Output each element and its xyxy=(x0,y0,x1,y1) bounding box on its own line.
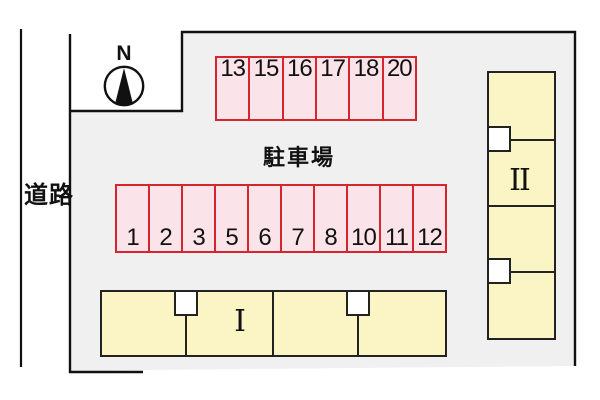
parking-space-number: 11 xyxy=(385,223,409,251)
unit-divider xyxy=(507,271,554,273)
parking-space-6: 6 xyxy=(249,186,282,251)
building-2-label: II xyxy=(509,163,531,198)
parking-space-number: 2 xyxy=(159,223,172,251)
parking-space-10: 10 xyxy=(348,186,381,251)
building-1-label: I xyxy=(234,304,246,339)
entrance-marker xyxy=(174,290,198,316)
building-1 xyxy=(100,290,447,357)
parking-space-number: 13 xyxy=(220,55,246,82)
parking-space-7: 7 xyxy=(282,186,315,251)
parking-lot-label: 駐車場 xyxy=(262,145,335,170)
parking-space-number: 6 xyxy=(258,223,271,251)
parking-space-number: 20 xyxy=(386,55,413,82)
parking-space-20: 20 xyxy=(384,55,415,119)
compass: N xyxy=(102,42,146,113)
parking-space-3: 3 xyxy=(183,186,216,251)
parking-space-12: 12 xyxy=(414,186,445,251)
parking-space-number: 1 xyxy=(126,223,139,251)
parking-space-13: 13 xyxy=(217,55,251,119)
parking-space-18: 18 xyxy=(350,55,384,119)
site-boundary-line xyxy=(68,30,577,374)
unit-divider xyxy=(489,205,554,207)
parking-space-16: 16 xyxy=(284,55,317,119)
parking-space-number: 5 xyxy=(225,223,238,251)
parking-space-11: 11 xyxy=(381,186,414,251)
parking-space-1: 1 xyxy=(117,186,150,251)
parking-space-number: 17 xyxy=(320,55,346,82)
unit-divider xyxy=(507,139,554,141)
parking-space-number: 16 xyxy=(286,55,313,82)
parking-space-2: 2 xyxy=(150,186,183,251)
unit-divider xyxy=(272,292,274,355)
unit-divider xyxy=(357,315,359,355)
parking-space-15: 15 xyxy=(250,55,284,119)
entrance-marker xyxy=(346,290,370,316)
parking-space-number: 18 xyxy=(353,55,380,82)
entrance-marker xyxy=(487,258,511,284)
compass-icon xyxy=(103,65,145,107)
road-label: 道路 xyxy=(24,182,74,209)
parking-space-5: 5 xyxy=(216,186,249,251)
parking-space-number: 3 xyxy=(192,223,205,251)
parking-space-number: 12 xyxy=(417,223,443,251)
parking-space-8: 8 xyxy=(315,186,348,251)
parking-space-number: 15 xyxy=(253,55,280,82)
parking-space-number: 8 xyxy=(324,223,337,251)
parking-space-17: 17 xyxy=(317,55,351,119)
building-2 xyxy=(487,71,556,340)
parking-space-number: 7 xyxy=(291,223,304,251)
unit-divider xyxy=(185,315,187,355)
compass-north-label: N xyxy=(116,42,132,65)
entrance-marker xyxy=(487,126,511,152)
parking-space-number: 10 xyxy=(351,223,377,251)
